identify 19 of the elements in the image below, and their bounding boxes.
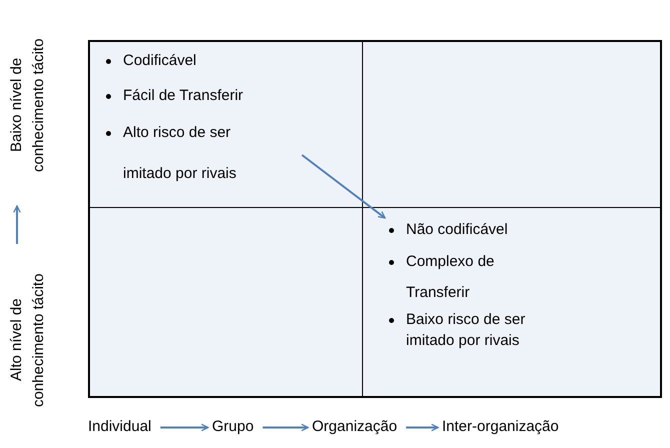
bullet-item: Alto risco de ser imitado por rivais (123, 123, 238, 184)
arrow (13, 205, 21, 244)
axis-label: Grupo (212, 418, 254, 435)
quadrant-box (90, 42, 362, 207)
arrow (262, 424, 309, 432)
axis-label: Baixo nível de conhecimento tácito (6, 10, 50, 200)
bullet-item: Codificável (123, 51, 198, 71)
arrow (406, 424, 439, 432)
axis-label: Inter-organização (442, 418, 559, 435)
bullet-item: Fácil de Transferir (123, 86, 244, 106)
arrow (301, 154, 386, 219)
axis-label: Organização (312, 418, 398, 435)
bullet-item: Não codificável (406, 220, 509, 240)
bullet-item: Complexo de Transferir (406, 252, 496, 303)
arrow (160, 424, 209, 432)
bullet-item: Baixo risco de ser imitado por rivais (406, 310, 526, 350)
axis-label: Individual (88, 418, 152, 435)
axis-label: Alto nível de conhecimento tácito (6, 250, 50, 430)
quadrant-box (363, 208, 660, 396)
